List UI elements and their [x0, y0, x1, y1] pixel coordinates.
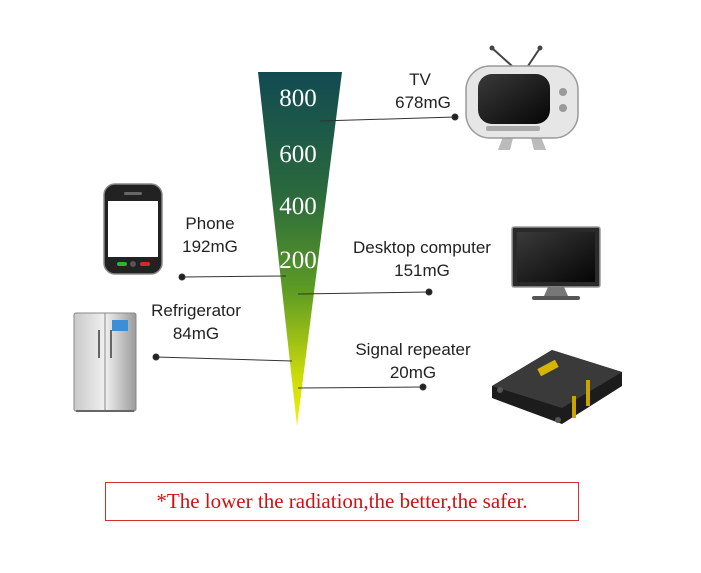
refrigerator-icon — [73, 312, 137, 412]
tv-icon — [465, 45, 579, 150]
phone-leader-dot — [178, 273, 186, 281]
radiation-cone — [258, 72, 342, 426]
safety-note: *The lower the radiation,the better,the … — [105, 482, 579, 521]
scale-tick-200: 200 — [279, 247, 317, 274]
scale-tick-800: 800 — [279, 85, 317, 112]
repeater-leader-line — [297, 386, 424, 389]
desktop-value: 151mG — [394, 261, 450, 280]
repeater-leader-dot — [419, 383, 427, 391]
refrigerator-value: 84mG — [173, 324, 219, 343]
tv-leader-line — [319, 116, 456, 122]
refrigerator-leader-dot — [152, 353, 160, 361]
refrigerator-leader-line — [155, 356, 293, 362]
tv-leader-dot — [451, 113, 459, 121]
safety-note-text: *The lower the radiation,the better,the … — [156, 489, 528, 513]
phone-icon — [103, 183, 163, 275]
desktop-leader-line — [297, 291, 430, 295]
signal-repeater-icon — [492, 350, 622, 424]
scale-tick-600: 600 — [279, 141, 317, 168]
desktop-leader-dot — [425, 288, 433, 296]
scale-tick-400: 400 — [279, 193, 317, 220]
phone-leader-line — [181, 275, 287, 278]
desktop-label: Desktop computer — [353, 238, 491, 257]
phone-label: Phone — [185, 214, 234, 233]
phone-value: 192mG — [182, 237, 238, 256]
tv-value: 678mG — [395, 93, 451, 112]
monitor-icon — [511, 226, 601, 300]
repeater-label: Signal repeater — [355, 340, 471, 359]
tv-label: TV — [409, 70, 431, 89]
refrigerator-label: Refrigerator — [151, 301, 241, 320]
repeater-value: 20mG — [390, 363, 436, 382]
